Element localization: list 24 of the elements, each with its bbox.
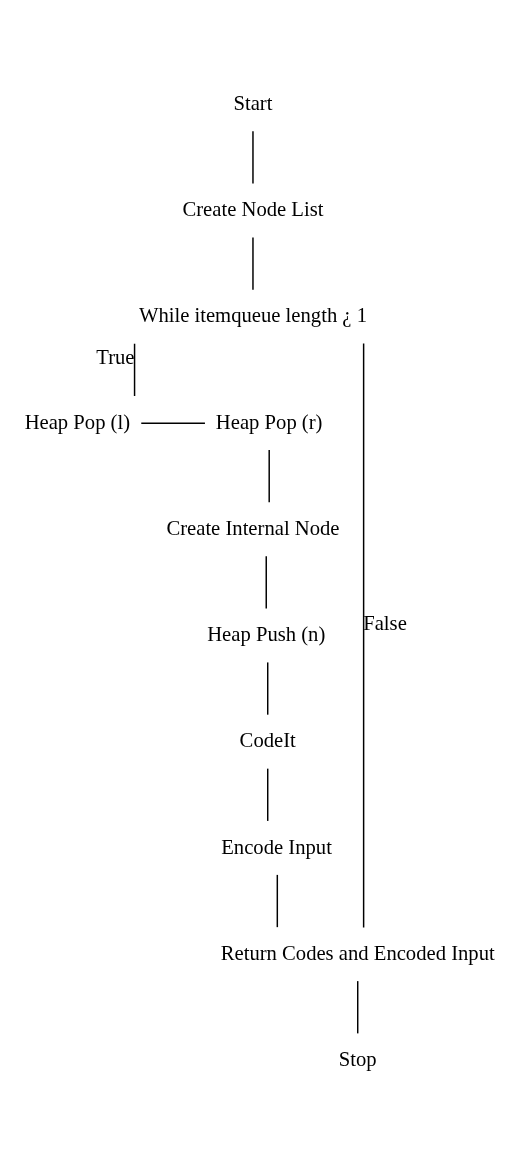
node-text: Encode Input xyxy=(221,835,332,858)
connector xyxy=(276,873,279,928)
node-text: Create Internal Node xyxy=(166,516,340,539)
connector xyxy=(362,342,365,928)
node-text: CodeIt xyxy=(239,728,296,751)
node-text: Stop xyxy=(338,1047,377,1070)
node-text: While itemqueue length ¿ 1 xyxy=(138,303,368,326)
connector xyxy=(252,130,254,184)
connector xyxy=(268,448,270,503)
node-text: Heap Push (n) xyxy=(207,622,326,645)
node-text: Start xyxy=(233,91,273,114)
edge-label: False xyxy=(363,611,407,634)
connector xyxy=(133,342,136,397)
connector xyxy=(265,554,267,609)
node-text: Create Node List xyxy=(182,197,324,220)
node-text: Heap Pop (r) xyxy=(215,410,323,433)
node-text: Return Codes and Encoded Input xyxy=(220,941,495,964)
connector xyxy=(252,236,254,290)
edge-label: True xyxy=(96,345,135,368)
connector xyxy=(267,767,269,822)
connector xyxy=(140,421,206,424)
connector xyxy=(267,661,269,715)
connector xyxy=(357,979,359,1034)
node-text: Heap Pop (l) xyxy=(24,410,131,433)
